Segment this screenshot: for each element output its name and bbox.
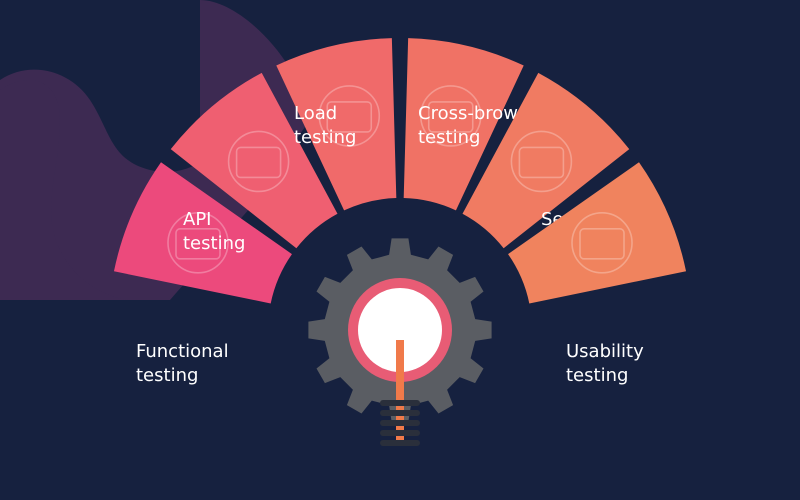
screw-thread	[380, 400, 420, 406]
segment-api	[170, 72, 338, 249]
icon-outline	[167, 212, 229, 274]
icon-frame	[518, 146, 565, 179]
segment-usability	[508, 162, 687, 304]
globe-browser-icon	[419, 85, 482, 147]
users-icon	[571, 212, 633, 274]
screw-thread	[380, 440, 420, 446]
segment-label-line: testing	[418, 127, 480, 148]
icon-outline	[419, 85, 482, 147]
gear-bulb-icon	[308, 238, 492, 446]
bulb-filament	[396, 340, 404, 445]
icon-outline	[571, 212, 633, 274]
screw-thread	[380, 420, 420, 426]
segment-cross-browser	[403, 38, 524, 211]
icon-frame	[235, 146, 282, 179]
icon-outline	[510, 130, 573, 193]
screw-thread	[380, 410, 420, 416]
segment-label-api: API testing	[183, 209, 245, 254]
blob-arm-shape	[0, 80, 130, 300]
icon-outline	[227, 130, 290, 193]
shield-gear-icon	[510, 130, 573, 193]
monitor-gear-icon	[167, 212, 229, 274]
segment-load	[276, 38, 397, 211]
icon-frame	[427, 101, 474, 133]
icon-frame	[579, 228, 625, 260]
segment-functional	[113, 162, 292, 304]
stopwatch-icon	[318, 85, 381, 147]
monitor-code-icon	[227, 130, 290, 193]
bulb-glass	[358, 288, 442, 372]
segment-label-line: Usability	[566, 341, 644, 362]
segment-label-line: testing	[136, 365, 198, 386]
segment-label-load: Load testing	[294, 103, 356, 148]
segment-label-line: API	[183, 209, 211, 230]
segment-label-line: Functional	[136, 341, 229, 362]
icon-frame	[326, 101, 373, 133]
screw-thread	[380, 430, 420, 436]
segment-label-usability: Usability testing	[566, 341, 644, 386]
segment-label-line: testing	[294, 127, 356, 148]
segment-label-line: testing	[183, 233, 245, 254]
segment-label-line: Load	[294, 103, 337, 124]
segment-label-line: testing	[566, 365, 628, 386]
icon-outline	[318, 85, 381, 147]
bulb-screw-base	[380, 400, 420, 446]
icon-frame	[175, 228, 221, 260]
segment-security	[462, 72, 630, 249]
segment-label-functional: Functional testing	[136, 341, 229, 386]
